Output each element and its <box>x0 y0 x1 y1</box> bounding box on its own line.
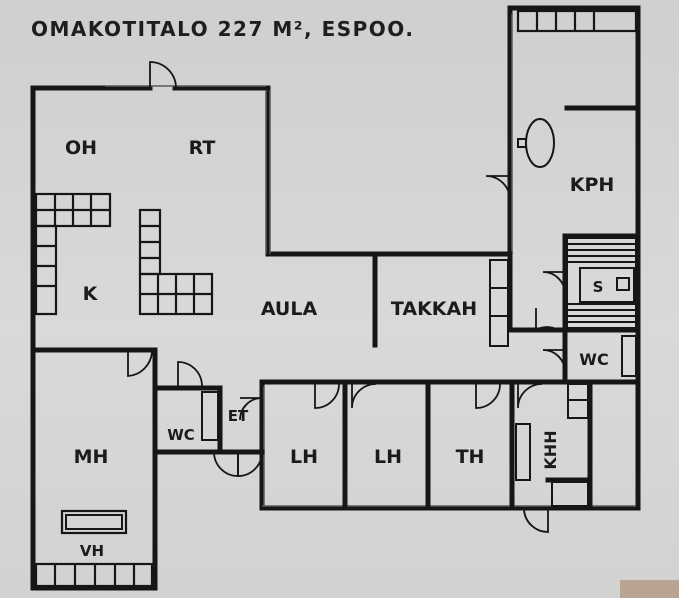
room-label-mh: MH <box>74 446 109 468</box>
room-label-oh: OH <box>65 137 97 159</box>
room-label-vh: VH <box>80 542 104 560</box>
room-label-wc-right: WC <box>579 350 608 369</box>
kitchen-cabinets <box>34 192 214 316</box>
room-label-takkah: TAKKAH <box>391 298 477 320</box>
room-label-th: TH <box>456 446 485 468</box>
room-label-aula: AULA <box>261 298 318 320</box>
interior-walls <box>152 233 641 511</box>
room-label-wc-left: WC <box>167 426 195 444</box>
room-label-lh-2: LH <box>374 446 402 468</box>
room-label-et: ET <box>228 407 249 425</box>
room-label-khh: KHH <box>541 430 560 469</box>
wardrobe-cabinets <box>34 509 154 588</box>
room-label-kph: KPH <box>570 174 615 196</box>
sauna-benches <box>566 237 637 329</box>
kph-fixtures <box>516 9 638 168</box>
room-label-sauna: S <box>593 278 604 296</box>
storage-shelves <box>201 259 637 507</box>
doors <box>127 61 566 533</box>
plan-title: OMAKOTITALO 227 M², ESPOO. <box>31 17 415 41</box>
oval-fixture <box>525 118 555 168</box>
room-label-lh-1: LH <box>290 446 318 468</box>
exterior-walls <box>30 5 641 591</box>
room-label-k: K <box>83 283 99 305</box>
room-label-rt: RT <box>189 137 216 159</box>
